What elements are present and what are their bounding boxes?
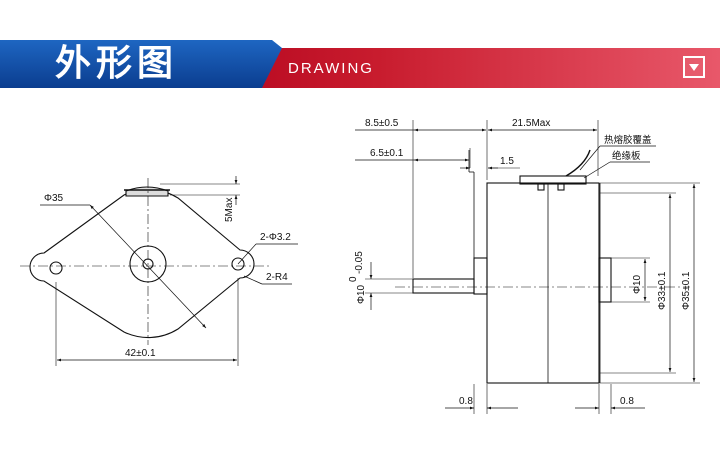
terminal-block (519, 175, 587, 185)
top-cap (125, 186, 169, 197)
shaft-dia-label: Φ10 (356, 284, 367, 304)
front-outline (29, 188, 255, 339)
note-glue-label: 热熔胶覆盖 (604, 134, 652, 146)
front-spacing-label: 42±0.1 (125, 348, 156, 359)
dropdown-button[interactable] (683, 56, 705, 78)
right-hole (231, 257, 245, 271)
section-subtitle: DRAWING (288, 60, 374, 77)
motor-body (486, 182, 600, 384)
dim-1-5-label: 1.5 (500, 156, 514, 167)
shaft-tol-lower: -0.05 (354, 251, 365, 274)
front-view (20, 176, 298, 366)
front-radius-label: 2-R4 (266, 272, 288, 283)
front-dia-label: Φ35 (44, 193, 64, 204)
note-insulation-label: 绝缘板 (612, 150, 641, 162)
shaft-tol-upper: 0 (348, 276, 359, 282)
rear-boss (598, 257, 612, 303)
dim-8-5-label: 8.5±0.5 (365, 118, 399, 129)
dia-35-label: Φ35±0.1 (681, 271, 692, 310)
inner-dia-label: Φ10 (632, 274, 643, 294)
chevron-down-icon (689, 64, 699, 71)
left-hole (49, 261, 63, 275)
section-header: 外形图 DRAWING (0, 40, 720, 88)
wire-lead (565, 149, 591, 177)
front-max-label: 5Max (224, 198, 235, 222)
flange-plate (473, 257, 488, 295)
side-view (355, 120, 700, 414)
right-gap-label: 0.8 (620, 396, 634, 407)
dim-6-5-label: 6.5±0.1 (370, 148, 404, 159)
dim-21-5-label: 21.5Max (512, 118, 550, 129)
motor-shaft (412, 278, 475, 294)
left-gap-label: 0.8 (459, 396, 473, 407)
section-title: 外形图 (55, 43, 179, 84)
front-hole-label: 2-Φ3.2 (260, 232, 291, 243)
header-blue-tab (0, 40, 282, 88)
dia-33-label: Φ33±0.1 (657, 271, 668, 310)
